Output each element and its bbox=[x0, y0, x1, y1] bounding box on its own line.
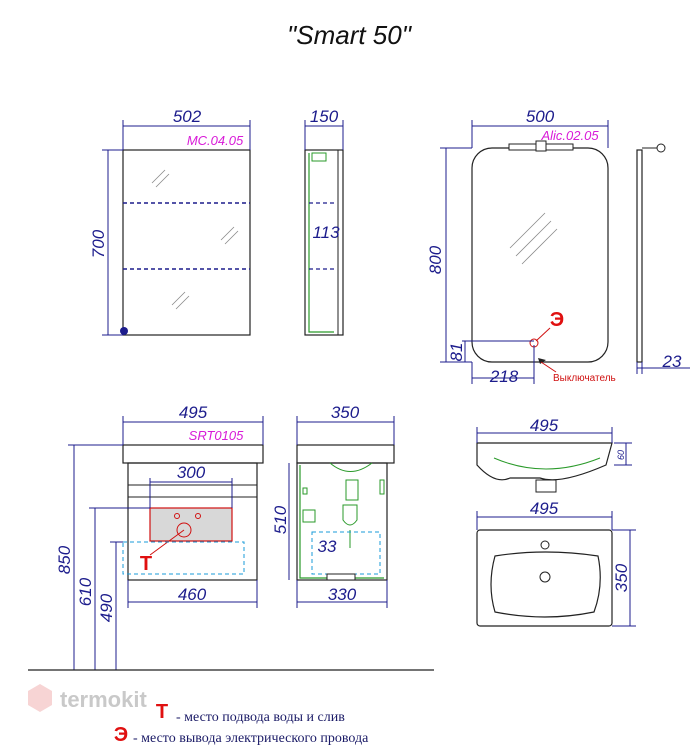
cabinet-height-label: 700 bbox=[89, 229, 108, 258]
legend-water-text: - место подвода воды и слив bbox=[176, 710, 345, 725]
vanity-water-symbol: Т bbox=[140, 553, 152, 575]
mirror-cabinet-front: 502 MC.04.05 700 bbox=[89, 107, 251, 336]
mirror-front: Э Выключатель 500 Alic.02.05 800 81 218 bbox=[426, 107, 616, 386]
brand-text: termokit bbox=[60, 687, 147, 712]
vanity-side: 350 510 33 330 bbox=[271, 403, 395, 608]
vanity-height-610-label: 610 bbox=[76, 577, 95, 606]
drawing-title: "Smart 50" bbox=[287, 20, 413, 50]
sink-plan-depth-label: 350 bbox=[612, 563, 631, 592]
legend-water-symbol: Т bbox=[156, 701, 168, 723]
mirror-elec-symbol: Э bbox=[550, 309, 564, 331]
vanity-width-label: 495 bbox=[179, 403, 208, 422]
cabinet-code-label: MC.04.05 bbox=[187, 133, 244, 148]
legend-elec-text: - место вывода электрического провода bbox=[133, 731, 369, 746]
vanity-niche-label: 300 bbox=[177, 463, 206, 482]
legend-elec-symbol: Э bbox=[114, 724, 128, 746]
vanity-bottom-width-label: 460 bbox=[178, 585, 207, 604]
cabinet-depth-label: 150 bbox=[310, 107, 339, 126]
vanity-height-850-label: 850 bbox=[55, 545, 74, 574]
mirror-depth-label: 23 bbox=[662, 352, 682, 371]
vanity-side-depth-label: 350 bbox=[331, 403, 360, 422]
sink-side-height-label: 60 bbox=[616, 450, 626, 460]
vanity-height-490-label: 490 bbox=[97, 593, 116, 622]
mirror-code-label: Alic.02.05 bbox=[540, 128, 599, 143]
mirror-width-label: 500 bbox=[526, 107, 555, 126]
vanity-front: Т 495 SRT0105 300 460 850 610 490 bbox=[55, 403, 264, 670]
mirror-cabinet-side: 150 113 bbox=[304, 107, 344, 336]
mirror-side: 23 bbox=[636, 143, 690, 374]
mirror-bottom-label: 81 bbox=[447, 343, 466, 362]
vanity-side-bottom-label: 330 bbox=[328, 585, 357, 604]
cabinet-width-label: 502 bbox=[173, 107, 202, 126]
cabinet-shelf-label: 113 bbox=[312, 223, 340, 242]
sink-plan: 495 350 bbox=[476, 499, 636, 627]
mirror-offset-label: 218 bbox=[489, 367, 519, 386]
vanity-code-label: SRT0105 bbox=[189, 428, 244, 443]
legend: Т - место подвода воды и слив Э - место … bbox=[114, 701, 369, 746]
sink-front: 495 60 bbox=[476, 416, 632, 493]
mirror-height-label: 800 bbox=[426, 245, 445, 274]
switch-label: Выключатель bbox=[553, 373, 616, 384]
brand-logo: termokit bbox=[28, 684, 147, 712]
sink-plan-width-label: 495 bbox=[530, 499, 559, 518]
sink-front-width-label: 495 bbox=[530, 416, 559, 435]
vanity-side-height-label: 510 bbox=[271, 505, 290, 534]
vanity-side-33-label: 33 bbox=[318, 537, 337, 556]
